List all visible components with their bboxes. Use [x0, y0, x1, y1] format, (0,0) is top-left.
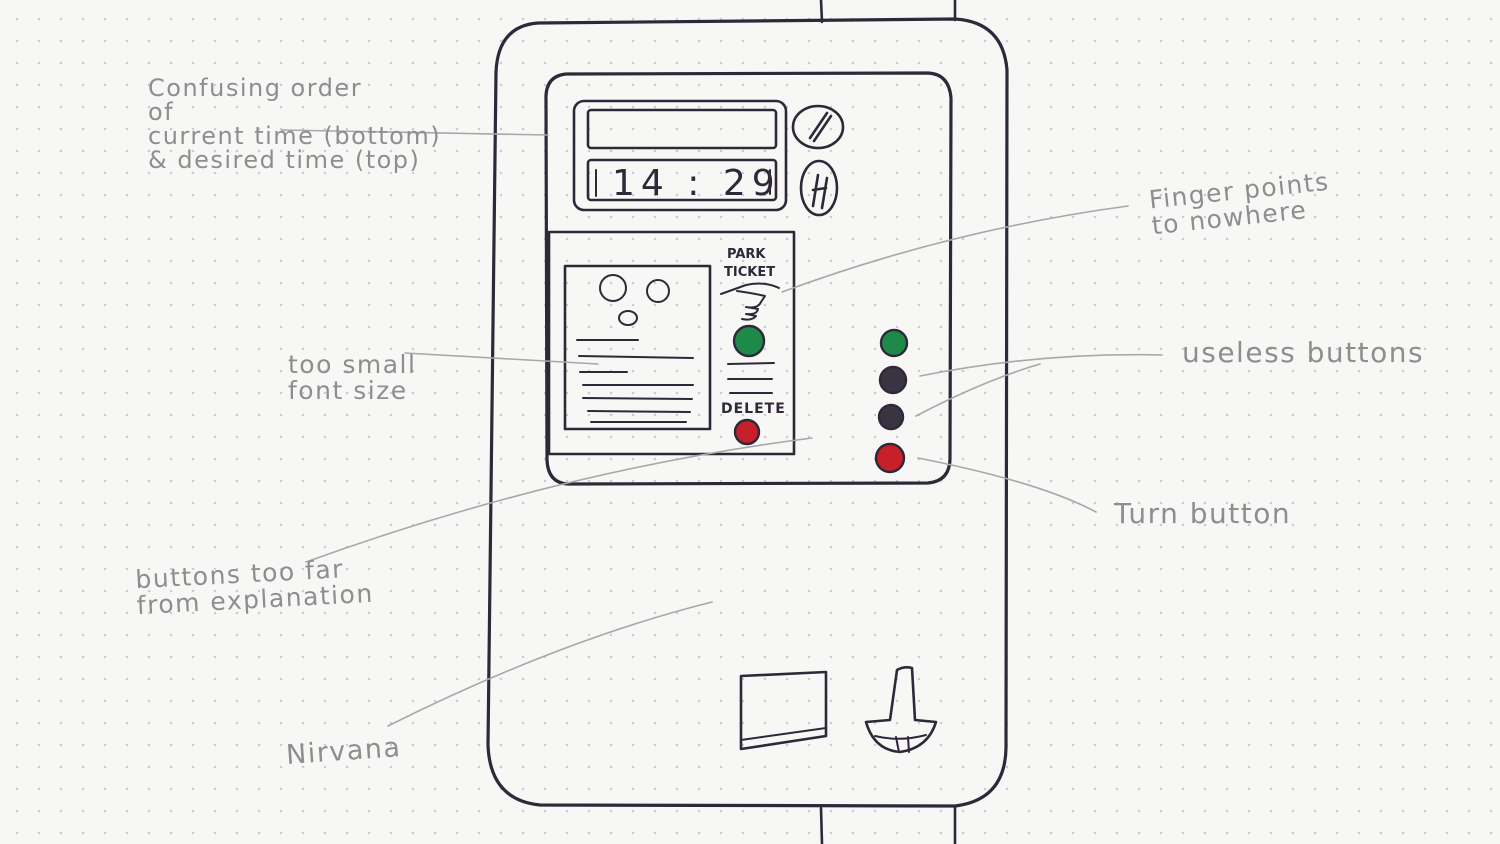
current-time-value: 14 : 29	[612, 163, 781, 204]
control-panel	[544, 71, 953, 486]
leader-line-buttons-far	[305, 437, 813, 563]
annotation-buttons-far: buttons too far from explanation	[134, 554, 375, 620]
leader-line-useless-2	[915, 363, 1041, 417]
park-ticket-label: PARK TICKET	[724, 247, 775, 280]
pointing-hand-icon	[720, 282, 780, 321]
leader-line-useless-1	[919, 353, 1163, 377]
annotation-confusing-order: Confusing order of current time (bottom)…	[148, 74, 442, 174]
annotation-small-font: too small font size	[288, 350, 417, 405]
side-dark-button-2[interactable]	[877, 403, 905, 431]
side-green-button[interactable]	[879, 328, 909, 358]
turn-button[interactable]	[874, 442, 906, 474]
meter-body	[486, 17, 1009, 808]
card-slot-icon	[799, 159, 839, 217]
leader-line-turn-button	[917, 457, 1097, 513]
annotation-turn-button: Turn button	[1114, 497, 1292, 530]
confirm-ticket-button[interactable]	[732, 324, 766, 358]
instructions-sheet	[563, 264, 712, 431]
leader-line-confusing-order	[281, 129, 549, 136]
pole	[819, 0, 957, 844]
ticket-slot	[739, 670, 828, 751]
delete-button[interactable]	[733, 418, 761, 446]
leader-line-finger-points	[781, 205, 1129, 293]
annotation-useless-buttons: useless buttons	[1182, 336, 1425, 369]
leader-line-nirvana	[387, 601, 713, 727]
delete-label: DELETE	[721, 401, 786, 417]
current-time-display	[586, 158, 778, 202]
desired-time-display	[586, 108, 778, 150]
leader-line-small-font	[404, 352, 599, 365]
instructions-panel	[547, 230, 796, 456]
smiley-face-icon	[599, 274, 670, 326]
coin-slot-icon	[791, 104, 845, 150]
time-display-housing	[572, 99, 788, 212]
coin-return-icon	[864, 666, 938, 754]
side-dark-button-1[interactable]	[878, 365, 908, 395]
